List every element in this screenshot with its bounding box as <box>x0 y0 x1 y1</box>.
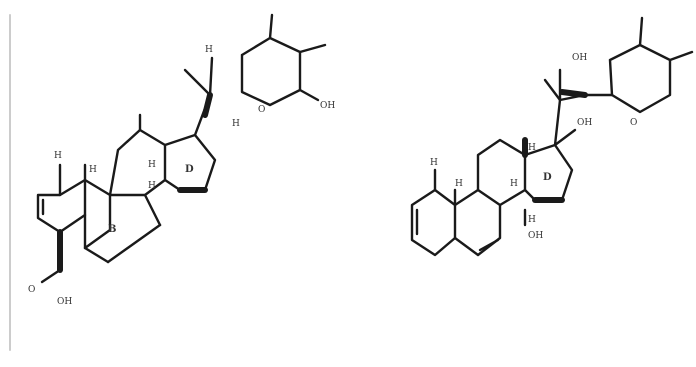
right-sugar-me <box>638 16 644 47</box>
left-structure: H H H H H H B D OH O O OH <box>28 13 335 307</box>
left-atom-h-top: H <box>205 45 213 55</box>
right-oh-side-bond <box>553 128 577 147</box>
right-ring-b-double-bond <box>478 238 500 252</box>
right-structure: H H H H OH OH D H OH O <box>410 16 694 257</box>
left-epoxide-bond <box>83 246 110 264</box>
left-ring-label-d: D <box>185 164 194 175</box>
left-ring-b <box>83 178 112 250</box>
left-ring-label-b: B <box>108 224 116 235</box>
right-atom-h2: H <box>455 179 463 189</box>
right-me-bond <box>543 78 562 102</box>
right-atom-h-bottom: H <box>528 215 536 225</box>
left-ring-c <box>108 128 167 197</box>
left-atom-h1: H <box>54 151 62 161</box>
right-atom-h4: H <box>528 143 536 153</box>
right-atom-oh-top: OH <box>572 53 587 63</box>
left-ring-bc-bond <box>143 193 162 227</box>
left-sugar-me <box>268 13 274 40</box>
right-ring-label-d: D <box>543 172 552 183</box>
right-ring-a <box>410 188 457 257</box>
left-sugar-ring <box>240 36 302 107</box>
left-atom-h4: H <box>148 181 156 191</box>
right-sugar-ring <box>608 43 672 114</box>
left-atom-sugar-oh: OH <box>320 101 335 111</box>
right-side-chain-1 <box>553 98 562 147</box>
left-atom-h2: H <box>89 165 97 175</box>
right-ring-c <box>476 138 527 207</box>
left-sugar-sub-bond <box>298 43 327 54</box>
left-sugar-oh-bond <box>298 88 320 102</box>
right-atom-o-ring: O <box>630 118 637 128</box>
right-atom-h1: H <box>430 158 438 168</box>
left-me-bond <box>40 268 62 284</box>
right-atom-oh-side: OH <box>577 118 592 128</box>
right-side-chain-wedge <box>559 89 588 98</box>
left-side-chain-top <box>208 56 214 97</box>
right-atom-oh-bottom: OH <box>528 231 543 241</box>
left-side-chain-wedge <box>202 92 213 118</box>
left-ring-d <box>163 133 217 192</box>
right-atom-h3: H <box>510 179 518 189</box>
left-atom-h-side: H <box>232 119 240 129</box>
left-atom-h3: H <box>148 160 156 170</box>
left-ring-a <box>36 178 87 234</box>
left-atom-o-ring: O <box>258 105 265 115</box>
left-atom-oh: OH <box>57 297 72 307</box>
left-atom-me: O <box>28 285 35 295</box>
left-ring-b-lower <box>106 223 162 264</box>
right-sugar-sub <box>668 50 694 62</box>
left-side-chain-me <box>183 68 212 97</box>
right-ring-b <box>453 188 502 257</box>
